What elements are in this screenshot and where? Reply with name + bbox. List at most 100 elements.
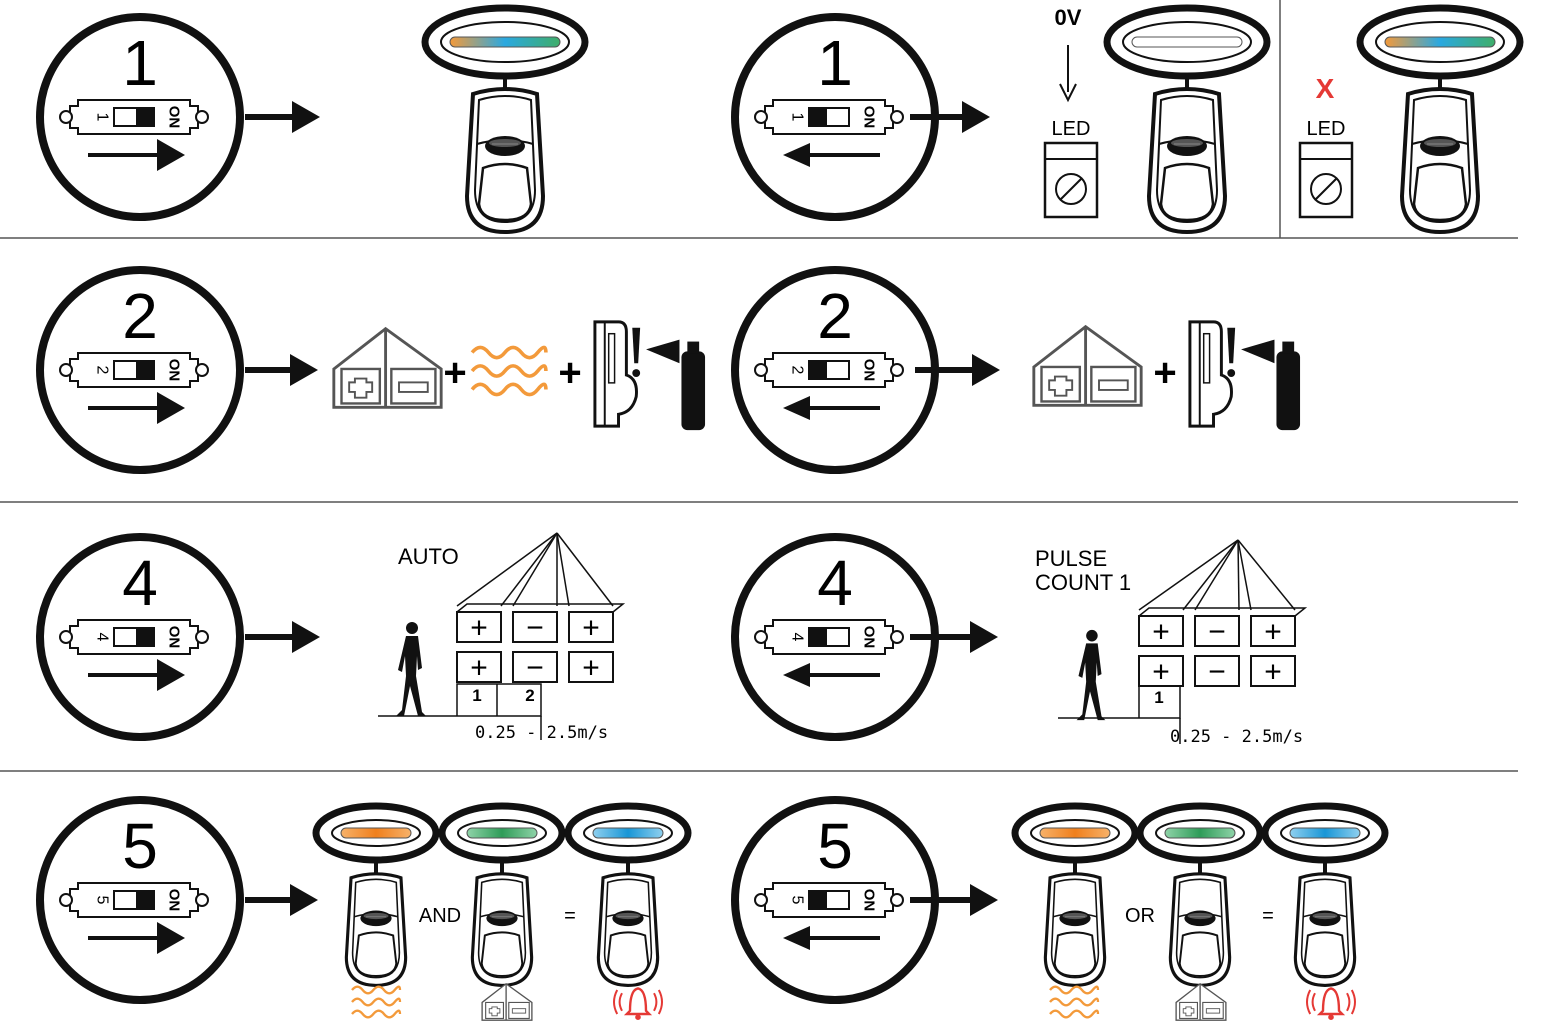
led-light	[1039, 827, 1111, 839]
led-indicator-lens	[1103, 4, 1271, 80]
motion-detector-icon	[1149, 89, 1225, 232]
arrow-head	[970, 884, 998, 916]
beam-line	[1237, 539, 1240, 611]
led-light	[592, 827, 664, 839]
switch-screw-right	[890, 110, 904, 124]
motion-detector-icon	[1168, 872, 1232, 987]
result-arrow	[910, 101, 990, 133]
plus-sign: +	[443, 351, 466, 395]
heat-wave-icon	[350, 985, 402, 1019]
logic-label: AND	[419, 905, 461, 927]
switch-on-label: ON	[166, 626, 183, 649]
result-arrow	[245, 621, 320, 653]
switch-screw-left	[59, 893, 73, 907]
microwave-house-icon	[1175, 983, 1227, 1021]
zone-symbol: −	[526, 612, 544, 645]
beam-line	[556, 532, 570, 607]
screw-slot	[1060, 178, 1082, 200]
motion-detector-icon	[344, 872, 408, 987]
switch-on-label: ON	[166, 106, 183, 129]
zone-symbol: +	[1152, 616, 1170, 649]
zone-label: 1	[1154, 688, 1163, 707]
motion-detector-icon	[596, 872, 660, 987]
dip-switch-off: 11 ON	[731, 13, 939, 221]
switch-lever	[809, 108, 827, 126]
step-number: 5	[122, 810, 158, 882]
led-light	[1384, 36, 1496, 48]
switch-on-label: ON	[861, 626, 878, 649]
no-voltage-mark: X	[1316, 73, 1335, 104]
dip-switch-icon: 1 ON	[754, 99, 904, 135]
anti-mask-spray-icon	[593, 320, 707, 432]
led-indicator-lens	[1261, 802, 1389, 864]
plus-sign: +	[558, 351, 581, 395]
alarm-bell-icon	[612, 987, 664, 1022]
switch-on-label: ON	[861, 106, 878, 129]
switch-lever	[136, 361, 154, 379]
arrow-head	[157, 922, 185, 954]
result-arrow	[915, 354, 1000, 386]
led-terminal: LED	[1298, 118, 1354, 219]
zone-symbol: +	[1264, 616, 1282, 649]
motion-detector-icon	[1293, 872, 1357, 987]
result-arrow	[245, 101, 320, 133]
motion-detector-icon	[470, 872, 534, 987]
equals-label: =	[1262, 905, 1274, 927]
beam-line	[1182, 539, 1239, 611]
motion-detector-icon	[1402, 89, 1478, 232]
arrow-head	[970, 621, 998, 653]
switch-lever	[136, 891, 154, 909]
result-arrow	[245, 884, 318, 916]
led-light	[1289, 827, 1361, 839]
mode-label: COUNT 1	[1035, 570, 1131, 595]
speed-range-label: 0.25 - 2.5m/s	[475, 723, 608, 743]
microwave-house-icon	[332, 327, 443, 409]
motion-detector-icon	[1043, 872, 1107, 987]
direction-arrow-left	[783, 396, 880, 420]
led-indicator-lens	[564, 802, 692, 864]
zone-cell	[456, 651, 502, 683]
zone-cell	[568, 611, 614, 643]
switch-lever	[809, 628, 827, 646]
arrow-head	[783, 143, 810, 167]
switch-lever	[136, 628, 154, 646]
step-number: 2	[817, 280, 853, 352]
zone-label: 2	[525, 686, 534, 705]
led-indicator-lens	[438, 802, 566, 864]
plus-sign: +	[1153, 351, 1176, 395]
zone-cell	[512, 651, 558, 683]
mode-label: AUTO	[398, 544, 459, 569]
switch-on-label: ON	[166, 359, 183, 382]
switch-number-label: 1	[789, 113, 806, 122]
direction-arrow-right	[88, 139, 185, 171]
switch-on-label: ON	[861, 889, 878, 912]
switch-lever	[809, 891, 827, 909]
voltage-arrow-head	[1059, 83, 1077, 103]
arrow-head	[783, 926, 810, 950]
zone-cell	[568, 651, 614, 683]
beam-line	[456, 532, 558, 607]
led-indicator-lens	[1011, 802, 1139, 864]
switch-number-label: 2	[789, 366, 806, 375]
direction-arrow-left	[783, 143, 880, 167]
direction-arrow-right	[88, 659, 185, 691]
result-arrow	[910, 621, 998, 653]
screw-slot	[1315, 178, 1337, 200]
zone-cell	[1250, 655, 1296, 687]
arrow-head	[783, 396, 810, 420]
switch-number-label: 5	[94, 896, 111, 905]
arrow-head	[290, 354, 318, 386]
switch-number-label: 5	[789, 896, 806, 905]
led-light	[1164, 827, 1236, 839]
switch-screw-right	[890, 630, 904, 644]
floor-zone-line	[1058, 685, 1181, 719]
switch-screw-left	[59, 110, 73, 124]
speed-range-label: 0.25 - 2.5m/s	[1170, 727, 1303, 747]
